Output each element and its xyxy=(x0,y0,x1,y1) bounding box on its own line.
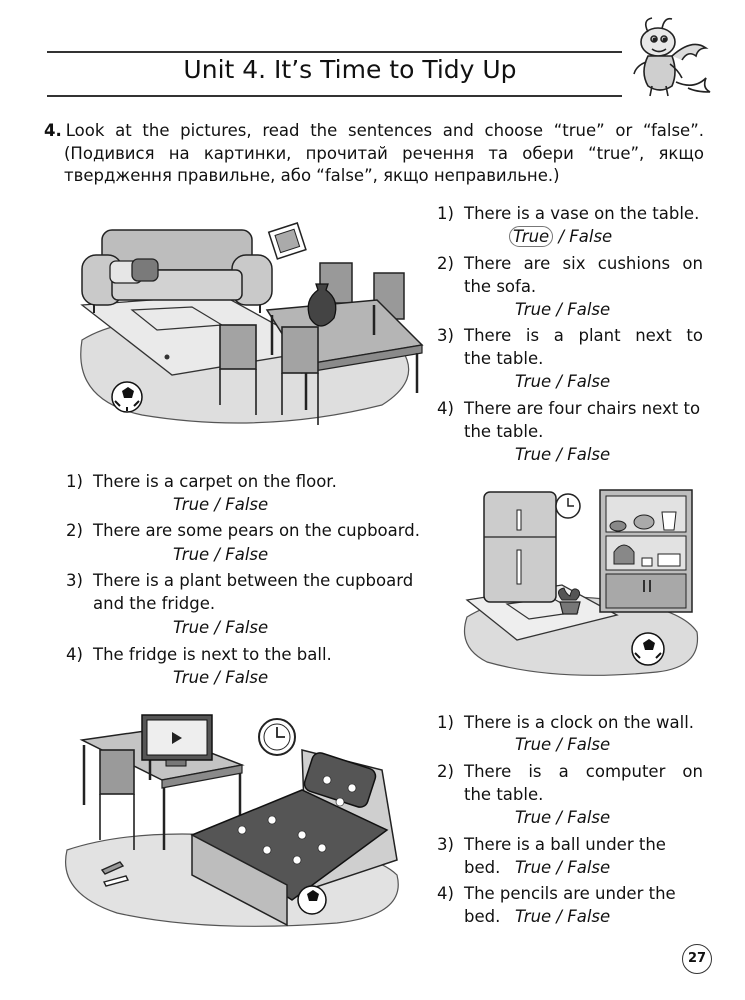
circled-true[interactable]: True xyxy=(509,226,554,247)
pic3-answer-3[interactable]: True / False xyxy=(515,858,611,877)
pic3-answer-4[interactable]: True / False xyxy=(515,907,611,926)
task-instruction: 4.Look at the pictures, read the sentenc… xyxy=(44,120,704,188)
page-title: Unit 4. It’s Time to Tidy Up xyxy=(183,55,517,84)
instruction-ukrainian-1: (Подивися на картинки, прочитай речення … xyxy=(64,143,704,163)
pic1-answer-3[interactable]: True / False xyxy=(515,372,611,391)
pic3-answer-1[interactable]: True / False xyxy=(515,735,611,754)
pic1-answer-4[interactable]: True / False xyxy=(515,445,611,464)
dragon-mascot-icon xyxy=(633,17,711,97)
living-room-picture xyxy=(80,222,424,425)
instruction-english: Look at the pictures, read the sentences… xyxy=(65,121,704,140)
pic2-answer-4[interactable]: True / False xyxy=(173,668,269,687)
pic2-answer-2[interactable]: True / False xyxy=(173,545,269,564)
bedroom-picture xyxy=(65,714,399,927)
pic2-answer-1[interactable]: True / False xyxy=(173,495,269,514)
header-rule-top xyxy=(47,51,622,53)
pic3-answer-2[interactable]: True / False xyxy=(515,808,611,827)
header-rule-bottom xyxy=(47,95,622,97)
instruction-ukrainian-2: твердження правильне, або “false”, якщо … xyxy=(64,166,560,185)
pic1-answer-1[interactable]: True / False xyxy=(509,226,612,247)
task-number: 4. xyxy=(44,121,62,140)
pic2-answer-3[interactable]: True / False xyxy=(173,618,269,637)
pic1-answer-2[interactable]: True / False xyxy=(515,300,611,319)
kitchen-picture xyxy=(463,489,699,676)
page-number: 27 xyxy=(682,944,712,974)
